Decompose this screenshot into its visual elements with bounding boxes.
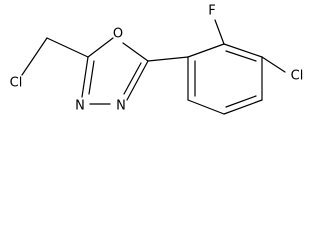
atom-label-f: F — [208, 4, 215, 19]
bond-o1-c2 — [122, 42, 149, 62]
bond-ar1-ar2 — [187, 43, 225, 58]
bond-ar2-f — [214, 19, 225, 45]
bond-ar4-ar5 — [223, 99, 263, 115]
bond-c2-n3 — [126, 60, 149, 101]
bond-c2-n3-inner — [123, 62, 142, 95]
bond-n4-c5 — [81, 56, 89, 98]
bond-ch2-c5 — [46, 37, 89, 58]
bond-cl-ch2 — [21, 37, 48, 76]
atom-label-o-ring: O — [113, 27, 123, 42]
atom-label-cl-right: Cl — [291, 69, 304, 84]
bond-n4-c5-inner — [88, 60, 95, 95]
bond-ar2-ar3-inner — [225, 50, 257, 62]
atom-label-cl-left: Cl — [10, 76, 23, 91]
bond-ar5-ar6 — [187, 99, 225, 115]
atom-label-n-right: N — [116, 99, 126, 114]
atom-label-n-left: N — [75, 99, 85, 114]
structure-canvas: Cl O N N F Cl — [0, 0, 315, 118]
bond-c2-aryl — [147, 56, 189, 62]
bond-c5-o1 — [87, 37, 114, 58]
molecule-structure: Cl O N N F Cl — [10, 4, 304, 115]
bond-ar4-ar5-inner — [225, 95, 257, 108]
bond-ar3-cl — [261, 56, 286, 73]
bond-ar2-ar3 — [223, 43, 263, 58]
